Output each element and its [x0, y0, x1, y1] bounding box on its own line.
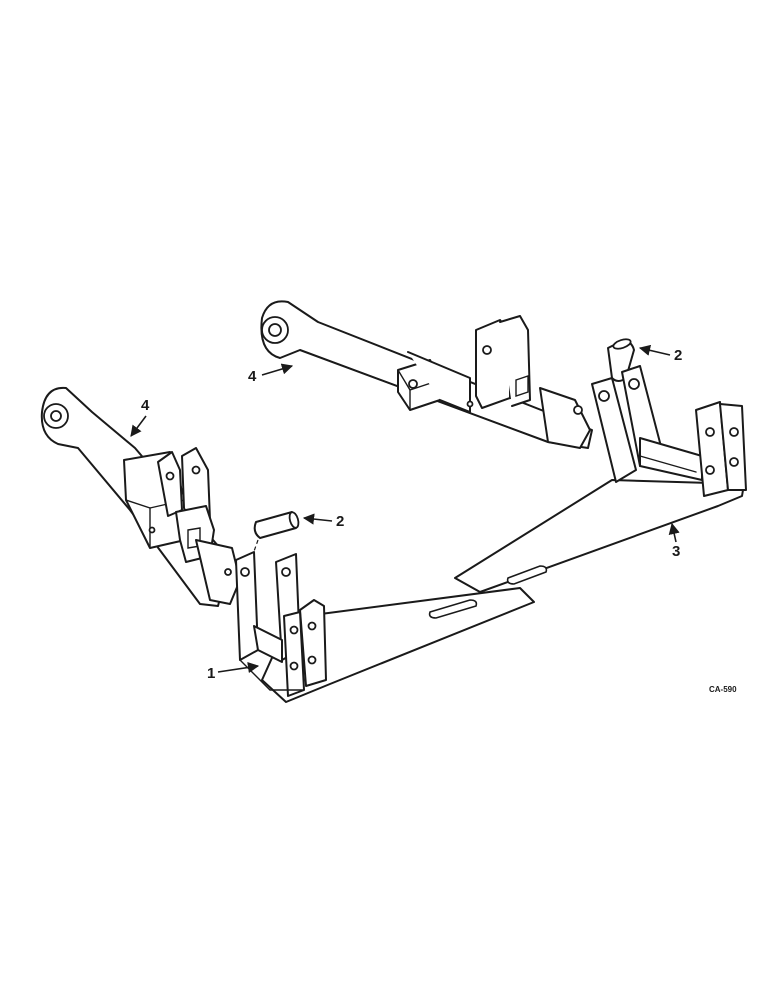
- drawbar-support-right: [454, 365, 747, 593]
- figure-code: CA-590: [709, 685, 737, 694]
- callout-label: 2: [336, 513, 344, 530]
- callout-4-left: 4: [130, 397, 150, 437]
- lower-link-right: [260, 300, 593, 449]
- callout-label: 1: [207, 665, 215, 682]
- callout-label: 4: [141, 397, 150, 414]
- callout-label: 2: [674, 347, 682, 364]
- callout-label: 4: [248, 368, 257, 385]
- callout-4-right: 4: [248, 363, 294, 385]
- callout-2-right: 2: [638, 344, 682, 364]
- callout-3: 3: [668, 522, 680, 560]
- drawbar-support-left: [235, 551, 535, 703]
- callout-1: 1: [207, 661, 260, 682]
- callout-2-left: 2: [302, 513, 344, 530]
- lower-link-left: [40, 386, 241, 607]
- callout-label: 3: [672, 543, 680, 560]
